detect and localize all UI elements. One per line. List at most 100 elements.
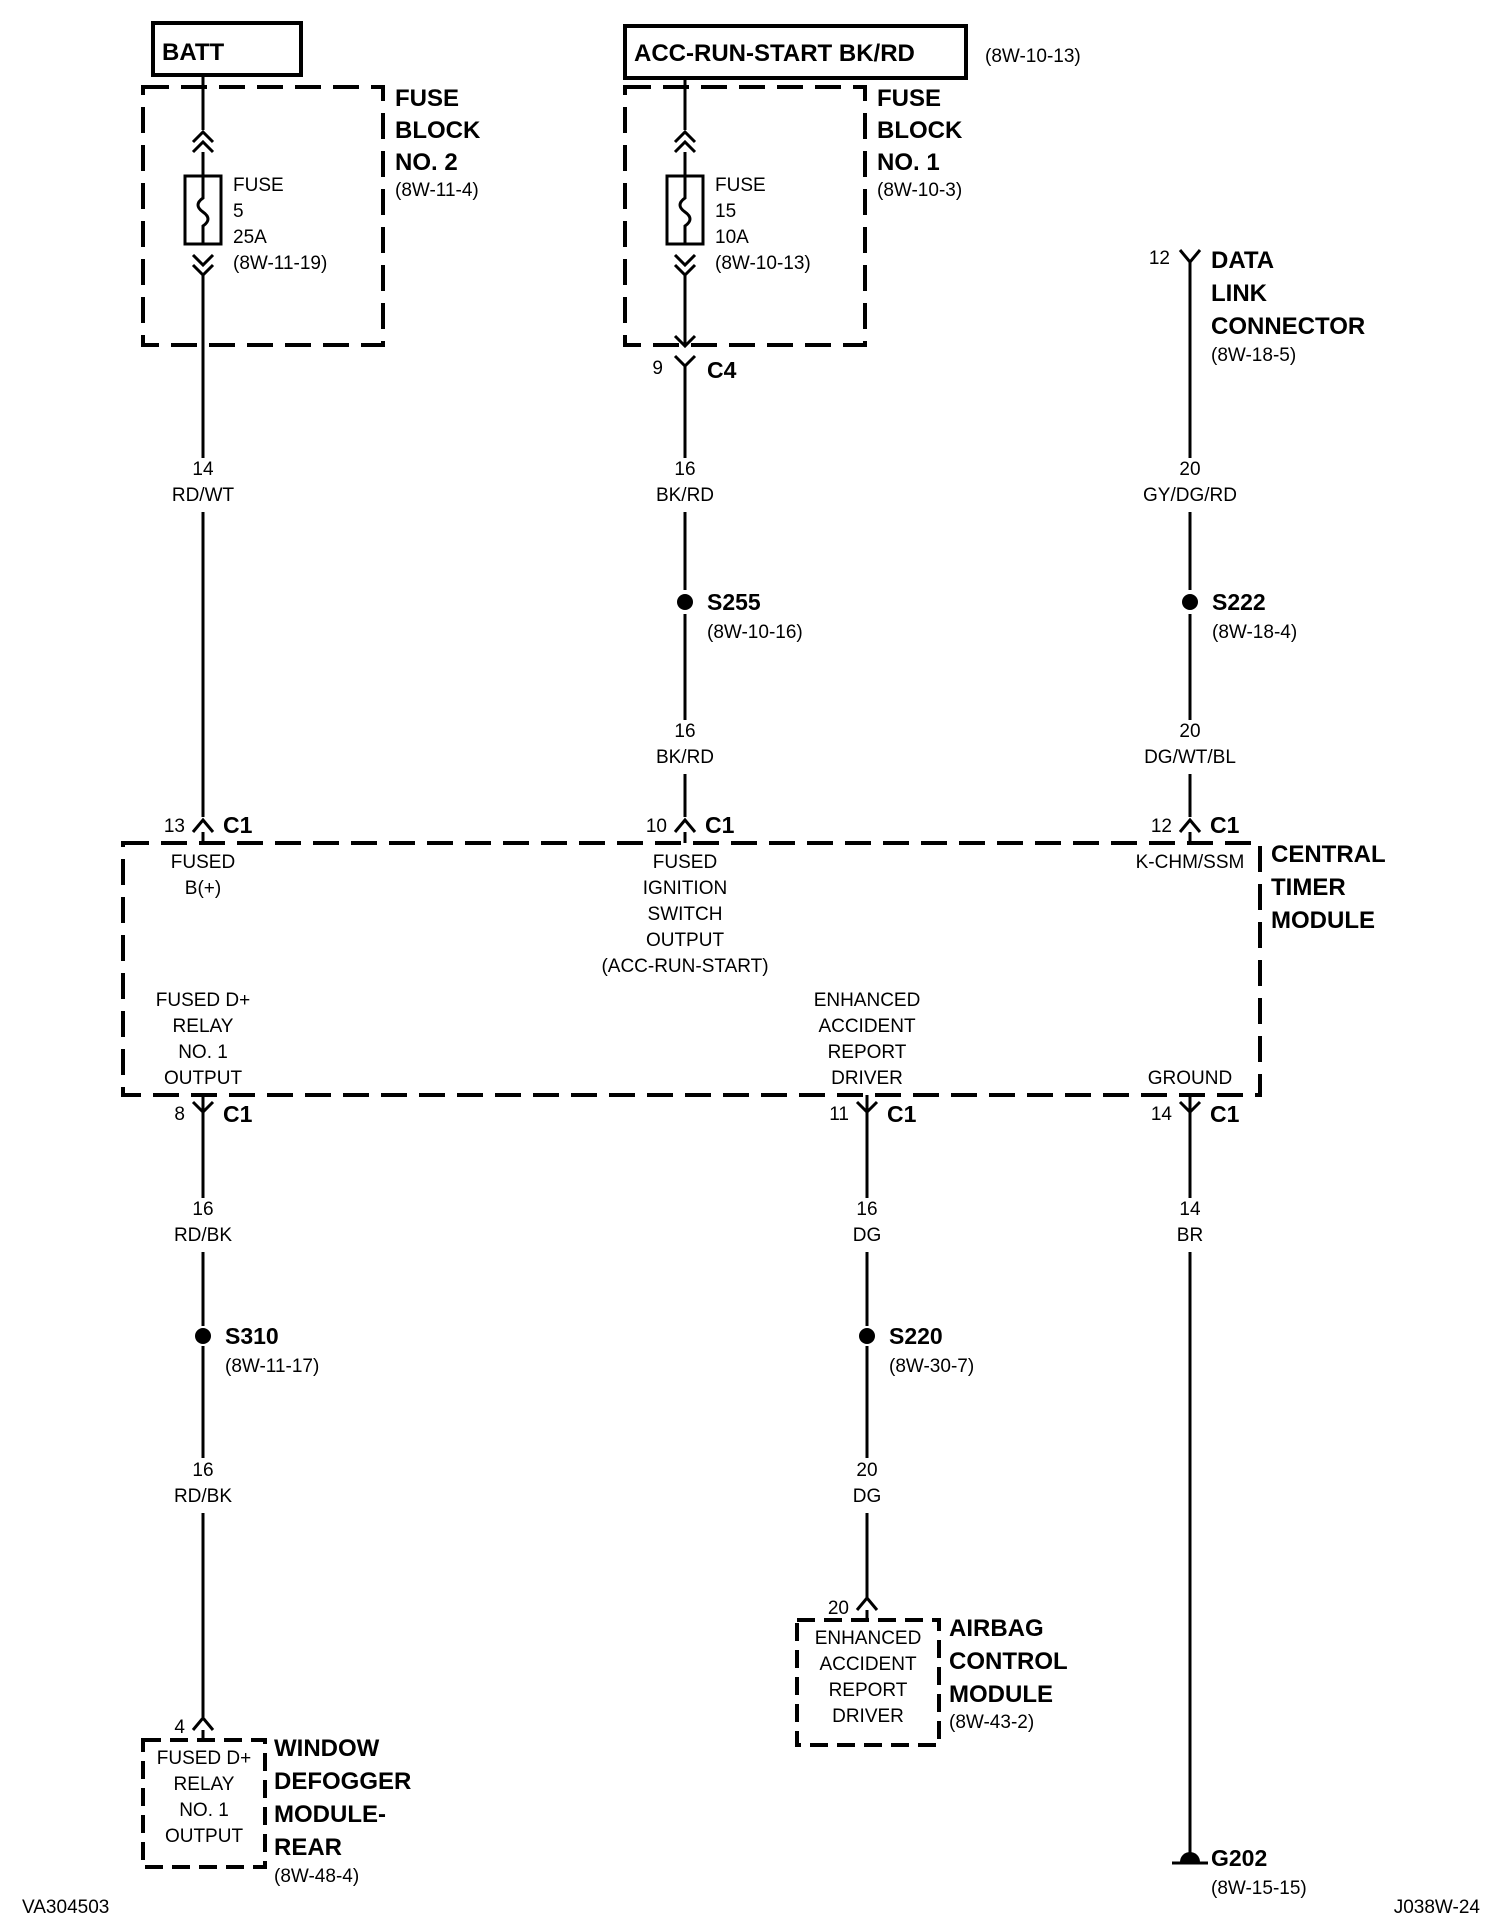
central-timer-module: CENTRAL TIMER MODULE 13 C1 FUSED B(+) 10… xyxy=(121,812,1386,1127)
airbag-ref: (8W-43-2) xyxy=(949,1712,1034,1733)
airbag-pin-label: DRIVER xyxy=(832,1706,904,1727)
defogger-title-4: REAR xyxy=(274,1834,342,1861)
connector-name: C1 xyxy=(705,812,735,838)
wire-gauge: 20 xyxy=(856,1460,877,1481)
airbag-title-3: MODULE xyxy=(949,1681,1053,1708)
connector-name: C1 xyxy=(887,1101,917,1127)
airbag-pin-label: REPORT xyxy=(829,1680,908,1701)
acc-run-start-ref: (8W-10-13) xyxy=(985,46,1081,67)
dlc-title-2: LINK xyxy=(1211,280,1268,307)
acc-run-start-label: ACC-RUN-START BK/RD xyxy=(634,40,915,67)
wire-color: RD/BK xyxy=(174,1225,232,1246)
c4-name: C4 xyxy=(707,357,737,383)
defogger-ref: (8W-48-4) xyxy=(274,1866,359,1887)
connector-name: C1 xyxy=(223,812,253,838)
ctm-pin-11: ENHANCED ACCIDENT REPORT DRIVER 11 C1 xyxy=(814,990,921,1127)
splice-s255: S255 (8W-10-16) xyxy=(677,589,803,643)
g202-name: G202 xyxy=(1211,1845,1267,1871)
ctm-pin-13: 13 C1 FUSED B(+) xyxy=(164,812,253,899)
wire-label-w5: 20 DG/WT/BL xyxy=(1144,721,1236,768)
ctm-pin-8: FUSED D+ RELAY NO. 1 OUTPUT 8 C1 xyxy=(156,990,253,1127)
ground-g202: G202 (8W-15-15) xyxy=(1172,1845,1307,1899)
s310-name: S310 xyxy=(225,1323,279,1349)
wire-label-w7: 16 RD/BK xyxy=(174,1460,232,1507)
defogger-pin-label: FUSED D+ xyxy=(157,1748,252,1769)
fuse-15-label: FUSE xyxy=(715,175,766,196)
defogger-pin-label: NO. 1 xyxy=(179,1800,229,1821)
pin-number: 11 xyxy=(829,1104,849,1125)
fuse-15-number: 15 xyxy=(715,201,736,222)
splice-s222: S222 (8W-18-4) xyxy=(1182,589,1297,643)
pin-label: RELAY xyxy=(173,1016,234,1037)
defogger-title-2: DEFOGGER xyxy=(274,1768,411,1795)
s220-name: S220 xyxy=(889,1323,943,1349)
ground-icon xyxy=(1180,1852,1200,1862)
defogger-title-1: WINDOW xyxy=(274,1735,380,1762)
ctm-title-1: CENTRAL xyxy=(1271,841,1386,868)
wire-color: BR xyxy=(1177,1225,1203,1246)
defogger-pin: 4 xyxy=(174,1717,185,1738)
wire-gauge: 14 xyxy=(1179,1199,1201,1220)
wire-color: DG xyxy=(853,1486,882,1507)
airbag-pin-label: ENHANCED xyxy=(815,1628,922,1649)
pin-label: FUSED xyxy=(653,852,717,873)
connector-name: C1 xyxy=(223,1101,253,1127)
wire-label-w3: 16 BK/RD xyxy=(656,721,714,768)
pin-label: (ACC-RUN-START) xyxy=(601,956,768,977)
connector-c4: 9 C4 xyxy=(652,354,737,458)
data-link-connector: 12 DATA LINK CONNECTOR (8W-18-5) xyxy=(1149,247,1365,458)
s222-name: S222 xyxy=(1212,589,1266,615)
wire-label-w1: 14 RD/WT xyxy=(172,459,235,506)
wire-label-w8: 16 DG xyxy=(853,1199,882,1246)
pin-number: 8 xyxy=(174,1104,185,1125)
fuse-block-2-title-3: NO. 2 xyxy=(395,149,458,176)
wire-color: RD/WT xyxy=(172,485,235,506)
fuse-block-1-title-2: BLOCK xyxy=(877,117,963,144)
pin-label: FUSED D+ xyxy=(156,990,251,1011)
ctm-title-3: MODULE xyxy=(1271,907,1375,934)
s310-ref: (8W-11-17) xyxy=(225,1356,319,1377)
dlc-ref: (8W-18-5) xyxy=(1211,345,1296,366)
window-defogger-module: 4 FUSED D+ RELAY NO. 1 OUTPUT WINDOW DEF… xyxy=(141,1715,411,1887)
connector-name: C1 xyxy=(1210,812,1240,838)
s255-name: S255 xyxy=(707,589,761,615)
fuse-block-1: FUSE 15 10A (8W-10-13) FUSE BLOCK NO. 1 … xyxy=(623,78,963,349)
dlc-title-1: DATA xyxy=(1211,247,1274,274)
ctm-pin-12: 12 C1 K-CHM/SSM xyxy=(1136,812,1245,873)
fuse-block-2: FUSE 5 25A (8W-11-19) FUSE BLOCK NO. 2 (… xyxy=(141,75,481,458)
defogger-title-3: MODULE- xyxy=(274,1801,386,1828)
wire-gauge: 16 xyxy=(192,1199,213,1220)
wire-label-w4: 20 GY/DG/RD xyxy=(1143,459,1237,506)
airbag-pin-label: ACCIDENT xyxy=(819,1654,917,1675)
pin-label: K-CHM/SSM xyxy=(1136,852,1245,873)
wire-gauge: 20 xyxy=(1179,459,1200,480)
ctm-pin-14: GROUND 14 C1 xyxy=(1148,1068,1240,1127)
batt-label: BATT xyxy=(162,39,225,66)
fuse-block-2-title-1: FUSE xyxy=(395,85,459,112)
fuse-block-1-title-3: NO. 1 xyxy=(877,149,940,176)
acc-run-start-box: ACC-RUN-START BK/RD (8W-10-13) xyxy=(623,24,1081,80)
fuse-15-ref: (8W-10-13) xyxy=(715,253,811,274)
ctm-pin-10: 10 C1 FUSED IGNITION SWITCH OUTPUT (ACC-… xyxy=(601,812,768,977)
wire-label-w10: 14 BR xyxy=(1177,1199,1203,1246)
ctm-title-2: TIMER xyxy=(1271,874,1346,901)
defogger-pin-label: OUTPUT xyxy=(165,1826,244,1847)
pin-label: ACCIDENT xyxy=(818,1016,916,1037)
wire-gauge: 16 xyxy=(674,721,695,742)
g202-ref: (8W-15-15) xyxy=(1211,1878,1307,1899)
c4-pin: 9 xyxy=(652,358,663,379)
fuse-15-amps: 10A xyxy=(715,227,749,248)
wire-gauge: 16 xyxy=(192,1460,213,1481)
pin-label: OUTPUT xyxy=(646,930,725,951)
s222-ref: (8W-18-4) xyxy=(1212,622,1297,643)
defogger-pin-label: RELAY xyxy=(174,1774,235,1795)
pin-label: OUTPUT xyxy=(164,1068,243,1089)
fuse-block-1-ref: (8W-10-3) xyxy=(877,180,962,201)
wire-color: DG/WT/BL xyxy=(1144,747,1236,768)
s255-ref: (8W-10-16) xyxy=(707,622,803,643)
airbag-title-1: AIRBAG xyxy=(949,1615,1044,1642)
pin-number: 13 xyxy=(164,816,185,837)
wire-label-w6: 16 RD/BK xyxy=(174,1199,232,1246)
pin-number: 10 xyxy=(646,816,667,837)
